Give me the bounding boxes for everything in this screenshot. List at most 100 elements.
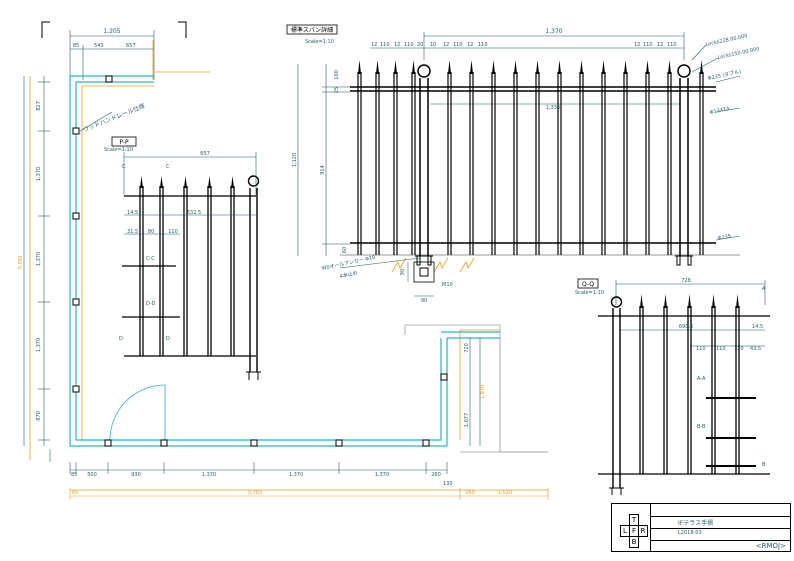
elev-picket (557, 60, 562, 255)
qq-cut-bars (706, 397, 756, 467)
elev-pitch-12: 110 (643, 42, 653, 48)
qq-dim-b: 14.5 (752, 324, 763, 330)
elev-posts (417, 64, 691, 256)
plan-dim-top-a: 85 (73, 43, 79, 49)
qq-scale: Scale=1:10 (575, 290, 604, 296)
elev-dim-height: 1,120 (292, 153, 298, 167)
qq-pickets (639, 306, 740, 474)
plan-dim-left-4: 1,370 (36, 338, 42, 352)
qq-post-base (609, 487, 624, 495)
qq-dim-f: 43.5 (750, 346, 761, 352)
plan-dim-top-total: 1,205 (103, 28, 120, 35)
elev-pitch-6: 10 (430, 42, 436, 48)
pp-pickets (139, 186, 235, 356)
qq-cut-a: A (762, 286, 766, 292)
elev-picket (357, 60, 362, 255)
qq-dim-lines (615, 280, 766, 347)
elev-pitch-14: 110 (667, 42, 677, 48)
tb-line-3 (650, 540, 790, 541)
plan-view: 1,205 85 543 657 (18, 21, 549, 500)
elev-anchor-leader (339, 257, 421, 269)
plan-dim-left-3: 1,370 (36, 252, 42, 266)
qq-dim-a: 690.5 (679, 324, 693, 330)
qq-dim-c: 110 (696, 346, 706, 352)
elev-picket (491, 60, 496, 255)
plan-dim-left-5: 870 (36, 411, 42, 421)
elev-left-dim-lines (297, 64, 350, 256)
elev-anchor-note-2: 4本止め (339, 269, 358, 280)
elev-dim-inner: 1,336 (546, 105, 560, 111)
elev-pitch-9: 12 (467, 42, 473, 48)
elev-anchor-hatch (391, 257, 475, 273)
pp-cut-c-left: C (122, 164, 126, 170)
section-mark-top (41, 21, 187, 38)
elev-pitch-4: 110 (404, 42, 414, 48)
elev-label-5: Φ235 (717, 233, 731, 242)
plan-wall (404, 324, 548, 453)
elev-picket (579, 60, 584, 255)
elev-picket (469, 60, 474, 255)
elev-dim-914: 914 (320, 165, 326, 175)
plan-bottom-dim-lines (69, 462, 448, 474)
elev-top-dim-lines (370, 32, 685, 105)
plan-dim-bottom-7: 260 (431, 472, 441, 478)
pp-inner-dims (124, 214, 256, 235)
plan-dim-left-total: 5,591 (18, 255, 24, 269)
base-dim-h: 90 (400, 269, 406, 275)
qq-title: Q-Q (582, 281, 594, 288)
elev-pitch-10: 110 (478, 42, 488, 48)
elev-pitch-11: 12 (634, 42, 640, 48)
plan-handrail-note: ウッドハンドレール仕様 (82, 102, 146, 134)
elev-pitch-5: 20 (417, 42, 423, 48)
qq-picket-tips (640, 294, 739, 308)
pp-post (247, 175, 260, 372)
pp-cut-dd: D-D (146, 301, 156, 307)
qq-cut-aa: A-A (697, 376, 706, 382)
pp-dim-e: 110 (168, 229, 178, 235)
elev-picket (411, 60, 416, 255)
plan-dim-total-d: 1,520 (498, 490, 512, 496)
elev-pitch-3: 12 (394, 42, 400, 48)
pp-dim-b: 632.5 (187, 210, 201, 216)
plan-dim-bottom-4: 1,370 (202, 472, 216, 478)
elev-pitch-13: 12 (657, 42, 663, 48)
tb-divider (650, 504, 651, 551)
elev-dim-total: 1,370 (545, 28, 562, 35)
base-dim-w: 90 (421, 298, 427, 304)
elev-pitch-8: 110 (453, 42, 463, 48)
elev-picket (375, 60, 380, 255)
elev-picket (601, 60, 606, 255)
qq-dim-top: 728 (681, 278, 691, 284)
plan-dim-130: 130 (443, 481, 453, 487)
qq-title-box (577, 278, 599, 289)
plan-dim-left-1: 827 (36, 101, 42, 111)
pp-cut-cc: C-C (146, 256, 155, 262)
elev-dim-100: 100 (334, 70, 340, 80)
qq-dim-d: 110 (716, 346, 726, 352)
plan-dim-total-b: 5,783 (248, 490, 262, 496)
elev-pitch-2: 110 (380, 42, 390, 48)
qq-post (610, 296, 623, 488)
base-plate (413, 261, 435, 283)
elev-anchor-note: W0オールアンカー Φ10 (321, 255, 376, 272)
elev-label-4: Φ13X14 (709, 106, 730, 116)
section-pp: P-P Scale=1:10 657 C C (104, 136, 261, 380)
elev-picket (513, 60, 518, 255)
elevation-view: 標準スパン詳細 Scale=1:10 1,370 12 110 12 110 2… (286, 24, 760, 304)
plan-dim-total-a: 85 (72, 490, 78, 496)
pp-dim-d: 80 (148, 229, 154, 235)
pp-title: P-P (119, 139, 129, 146)
elev-picket (535, 60, 540, 255)
tb-line-1 (650, 516, 790, 517)
pp-rails (124, 195, 256, 357)
base-label: M10 (442, 282, 453, 288)
cell-b: B (629, 536, 639, 548)
plan-dim-bottom-5: 1,370 (289, 472, 303, 478)
pp-dim-a: 14.5 (127, 210, 138, 216)
pp-cut-markers (122, 265, 180, 318)
elev-right-leaders (691, 44, 741, 241)
company-logo: <RMOJ> (755, 542, 786, 550)
pp-dim-c: 31.5 (127, 229, 138, 235)
elev-picket (447, 60, 452, 255)
elev-post-feet (415, 255, 693, 266)
